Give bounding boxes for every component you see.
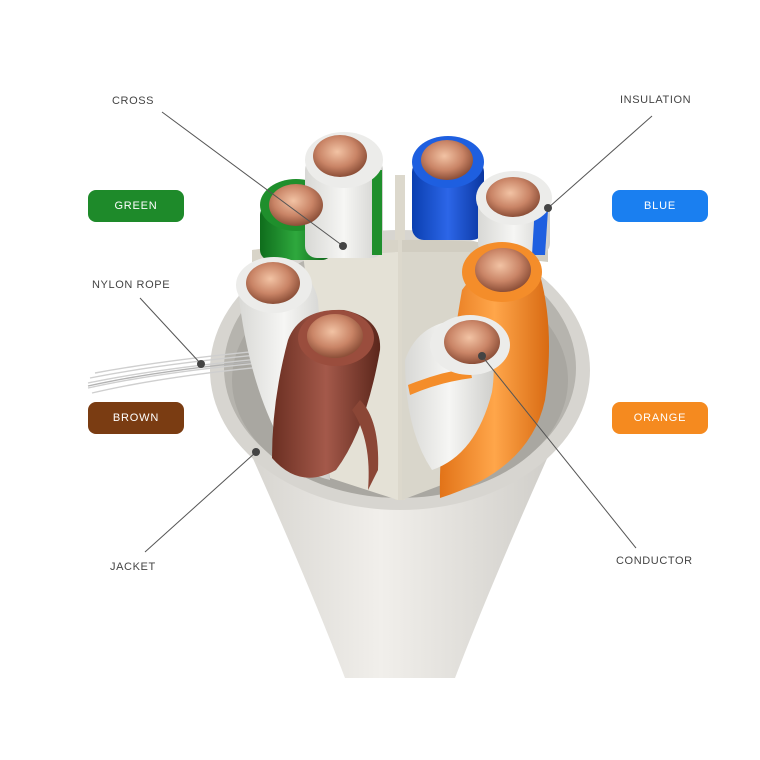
jacket-dot [252, 448, 260, 456]
blue-conductor [421, 140, 473, 180]
cross-dot [339, 242, 347, 250]
label-insulation: INSULATION [620, 94, 692, 106]
label-cross: CROSS [112, 95, 155, 107]
conductor-dot [478, 352, 486, 360]
green-pair [260, 132, 383, 260]
label-jacket: JACKET [110, 561, 156, 573]
pair-tag-orange: ORANGE [612, 402, 708, 434]
brown-conductor [307, 314, 363, 358]
green-conductor [269, 184, 323, 226]
green-white-conductor [313, 135, 367, 177]
blue-white-conductor [486, 177, 540, 217]
leader-lines [139, 111, 653, 553]
blue-pair [412, 136, 552, 255]
pair-tag-blue: BLUE [612, 190, 708, 222]
nylon-rope-dot [197, 360, 205, 368]
label-conductor: CONDUCTOR [616, 555, 693, 567]
pair-tag-brown: BROWN [88, 402, 184, 434]
orange-white-conductor [444, 320, 500, 364]
orange-pair [405, 242, 549, 498]
orange-conductor [475, 248, 531, 292]
nylon-rope [87, 349, 273, 394]
pair-tag-green: GREEN [88, 190, 184, 222]
brown-white-conductor [246, 262, 300, 304]
insulation-dot [544, 204, 552, 212]
leader-dots [197, 204, 552, 456]
brown-pair [236, 257, 381, 490]
label-nylon-rope: NYLON ROPE [92, 279, 171, 291]
